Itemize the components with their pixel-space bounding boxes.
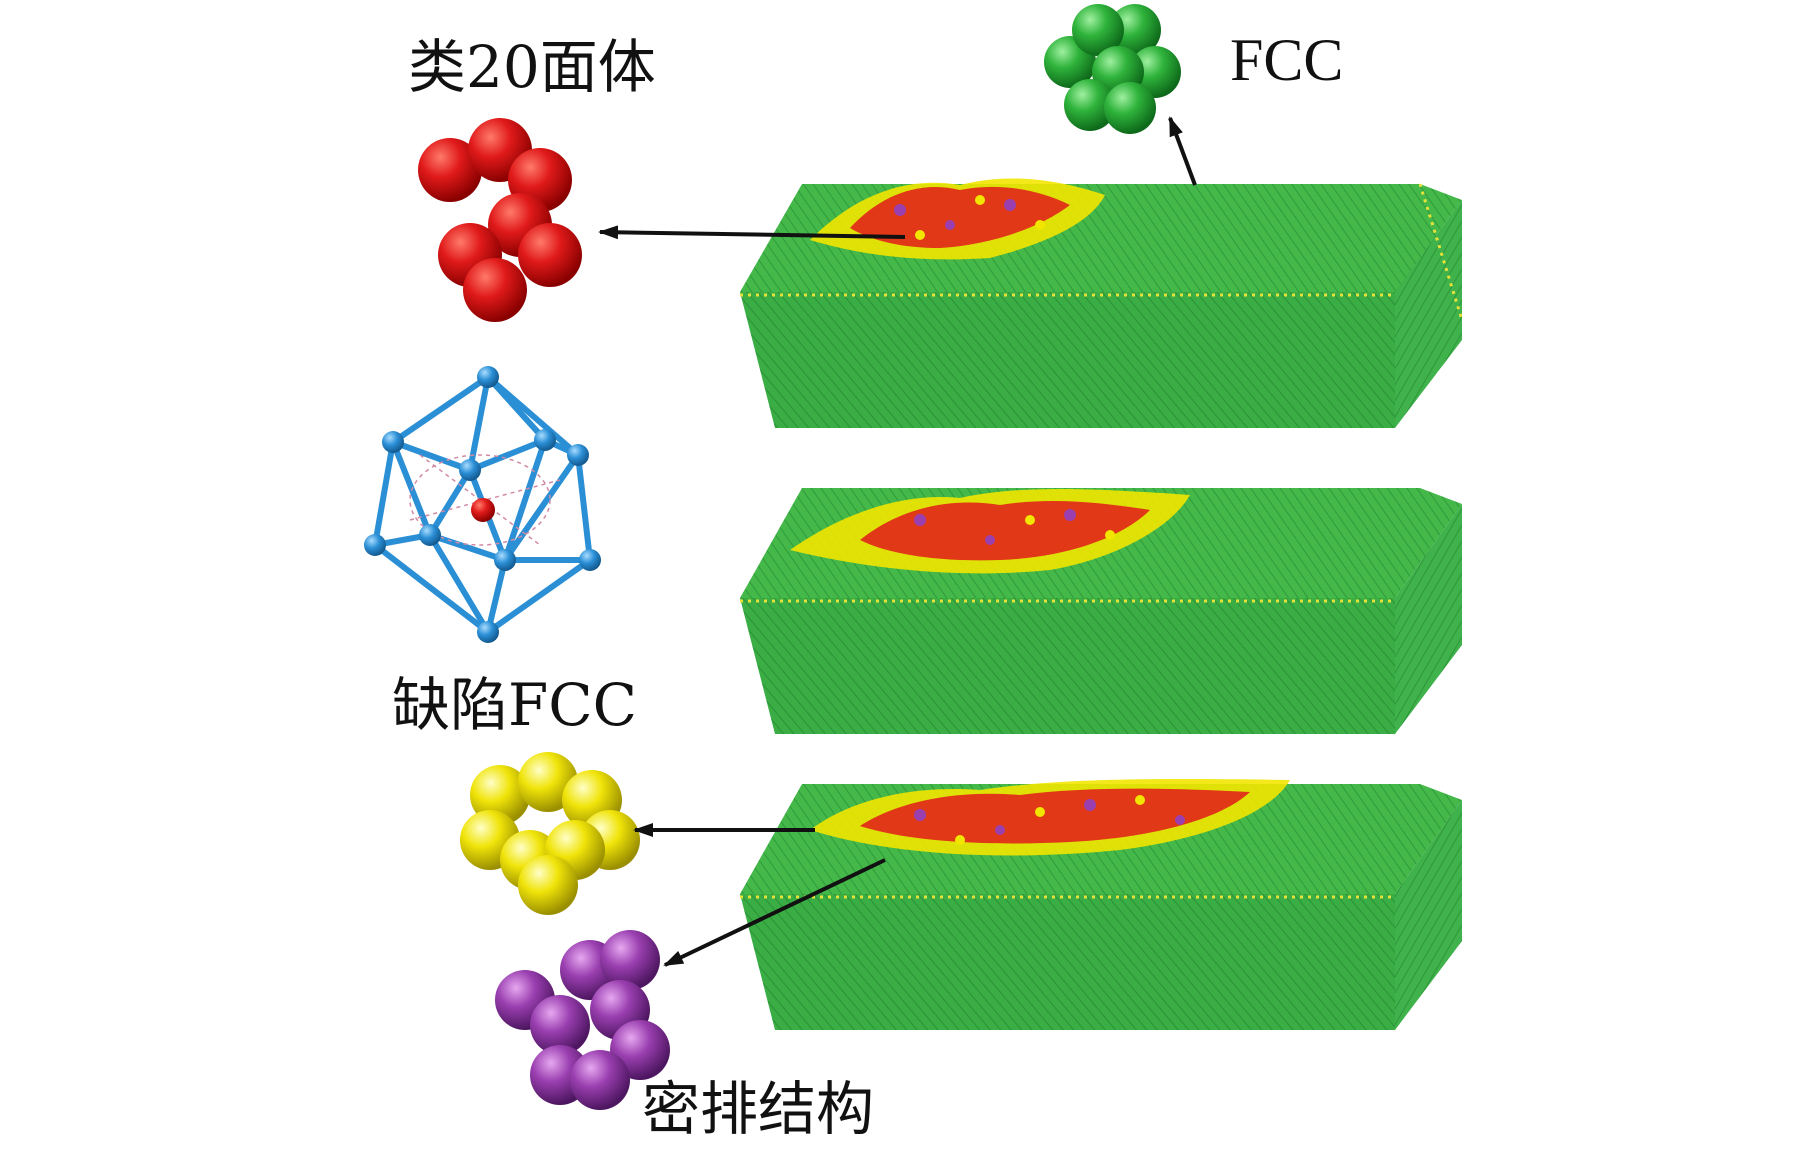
slab-bottom-defect-region	[810, 779, 1290, 856]
arrow-to-fcc	[1168, 116, 1197, 186]
icosahedron-frame-icon	[372, 374, 593, 635]
icosahedron-vertices	[364, 366, 601, 643]
slab-middle-side-face	[1395, 504, 1462, 734]
arrow-to-icosahedral	[598, 225, 906, 240]
label-defect-fcc: 缺陷FCC	[392, 671, 637, 739]
slab-top-defect-region	[810, 178, 1105, 260]
slab-bottom-side-face	[1395, 800, 1462, 1030]
icosahedral-cluster-icon	[418, 118, 582, 322]
icosahedron-center-atom	[471, 498, 495, 522]
slab-middle	[740, 488, 1462, 734]
slab-top	[740, 178, 1464, 428]
slab-bottom	[740, 779, 1462, 1030]
defect-fcc-cluster-icon	[460, 752, 640, 915]
label-fcc: FCC	[1230, 27, 1344, 93]
slab-middle-front-face	[740, 598, 1395, 734]
close-packed-cluster-icon	[495, 930, 670, 1110]
label-close-packed: 密排结构	[642, 1075, 875, 1143]
slab-top-side-face	[1395, 200, 1462, 428]
label-icosahedral: 类20面体	[408, 33, 656, 101]
arrow-to-close-packed	[663, 858, 886, 967]
slab-bottom-front-face	[740, 894, 1395, 1030]
slab-top-front-face	[740, 292, 1395, 428]
fcc-cluster-icon	[1044, 4, 1181, 134]
slab-middle-defect-region	[790, 489, 1190, 574]
